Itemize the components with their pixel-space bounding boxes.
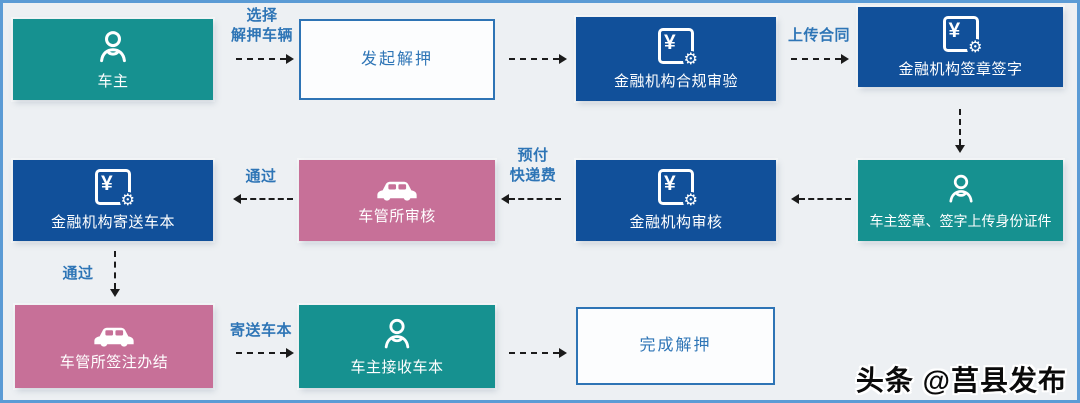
gear-glyph: ⚙ (682, 50, 699, 69)
yen-glyph: ¥ (664, 172, 676, 195)
dashed-arrow-right (791, 54, 849, 64)
node-complete: 完成解押 (576, 307, 775, 385)
person-icon (94, 28, 132, 66)
dashed-arrow-right (509, 54, 567, 64)
node-label: 金融机构寄送车本 (50, 214, 175, 231)
edge-label-mail-cert: 寄送车本 (229, 322, 292, 339)
yen-glyph: ¥ (948, 18, 961, 42)
node-label: 金融机构合规审验 (613, 72, 738, 90)
node-label: 车管所审核 (358, 207, 436, 225)
node-label: 金融机构签章签字 (898, 60, 1023, 78)
node-fin-mail: ¥ ⚙ 金融机构寄送车本 (13, 160, 213, 241)
finance-icon: ¥ ⚙ (95, 169, 136, 210)
finance-icon: ¥ ⚙ (658, 169, 699, 210)
node-fin-review: ¥ ⚙ 金融机构审核 (576, 160, 776, 241)
car-icon (91, 322, 137, 347)
node-label: 车管所签注办结 (59, 353, 169, 371)
node-compliance: ¥ ⚙ 金融机构合规审验 (576, 17, 776, 101)
node-initiate: 发起解押 (299, 19, 495, 100)
gear-glyph: ⚙ (967, 38, 984, 57)
node-dmv-final: 车管所签注办结 (15, 305, 213, 388)
watermark-toutiao: 头条 @莒县发布 (855, 365, 1067, 396)
edge-label-upload-contract: 上传合同 (787, 27, 850, 44)
node-label: 发起解押 (360, 50, 433, 68)
edge-label-prepay-courier: 预付 快递费 (509, 147, 557, 185)
node-owner-sign: 车主签章、签字上传身份证件 (858, 160, 1063, 241)
node-label: 车主签章、签字上传身份证件 (869, 212, 1052, 229)
dashed-arrow-right (236, 348, 294, 358)
edge-label-pass: 通过 (62, 265, 94, 282)
yen-glyph: ¥ (664, 30, 676, 54)
dashed-arrow-down (110, 251, 120, 297)
node-label: 车主 (97, 73, 129, 90)
node-label: 完成解押 (639, 337, 712, 355)
dashed-arrow-left (233, 194, 293, 204)
dashed-arrow-left (501, 194, 561, 204)
node-sign: ¥ ⚙ 金融机构签章签字 (858, 7, 1063, 87)
node-label: 金融机构审核 (629, 214, 723, 231)
node-dmv-review: 车管所审核 (299, 160, 495, 241)
car-icon (374, 176, 420, 201)
gear-glyph: ⚙ (119, 192, 136, 210)
person-icon (944, 172, 978, 206)
node-owner-receive: 车主接收车本 (299, 305, 495, 388)
finance-icon: ¥ ⚙ (942, 15, 984, 57)
edge-label-pass: 通过 (245, 168, 277, 185)
dashed-arrow-down (955, 109, 965, 153)
gear-glyph: ⚙ (682, 192, 699, 210)
finance-icon: ¥ ⚙ (658, 27, 699, 69)
edge-label-select-vehicle: 选择 解押车辆 (230, 7, 293, 45)
dashed-arrow-left (791, 194, 851, 204)
yen-glyph: ¥ (101, 172, 113, 195)
node-owner: 车主 (13, 19, 213, 100)
node-label: 车主接收车本 (350, 359, 444, 376)
dashed-arrow-right (509, 348, 567, 358)
person-icon (379, 316, 415, 352)
dashed-arrow-right (236, 54, 294, 64)
